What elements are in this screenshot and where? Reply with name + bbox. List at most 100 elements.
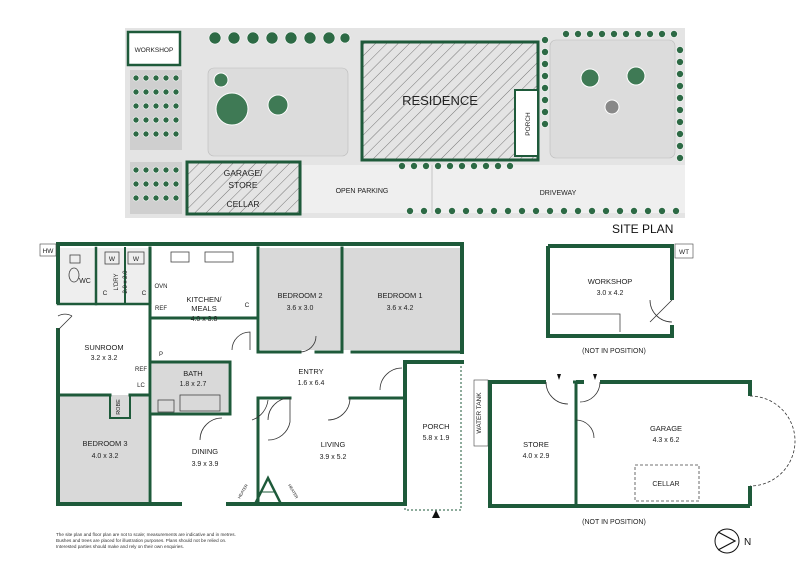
- water-tank-label: WATER TANK: [476, 392, 483, 434]
- site-porch-label: PORCH: [525, 112, 532, 136]
- bedroom-3-label: BEDROOM 3: [82, 439, 127, 448]
- hw-label: HW: [43, 248, 55, 255]
- bath-room: [152, 362, 228, 414]
- site-plan-title: SITE PLAN: [612, 222, 673, 236]
- pantry-label: P: [159, 352, 163, 358]
- heater-label: HEATER: [237, 483, 249, 499]
- living-label: LIVING: [321, 440, 346, 449]
- entry-dimensions: 1.6 x 6.4: [298, 380, 325, 387]
- oven-label: OVN: [154, 284, 167, 290]
- fridge-label: REF: [135, 367, 147, 373]
- wt-box: [674, 243, 694, 259]
- living-dimensions: 3.9 x 5.2: [320, 454, 347, 461]
- inner-door: [575, 419, 595, 439]
- cupboard-label: C: [142, 290, 147, 297]
- garage-door: [579, 381, 601, 403]
- outbuilding-note: (NOT IN POSITION): [582, 519, 646, 526]
- laundry-dimensions: 2.0 x 2.0: [123, 270, 129, 294]
- site-plan: WORKSHOP RESIDENCE PORCH GARAGE/ STORE C…: [125, 28, 685, 236]
- door-swings: [57, 313, 403, 441]
- site-residence-label: RESIDENCE: [402, 93, 478, 108]
- bedroom-3-room: [60, 395, 148, 502]
- cellar-label: CELLAR: [652, 481, 679, 488]
- compass-icon: [714, 528, 740, 554]
- wt-label: WT: [679, 249, 689, 256]
- disclaimer: The site plan and floor plan are not to …: [56, 532, 236, 549]
- bedroom-2-room: [260, 248, 342, 350]
- washer-label: W: [109, 256, 116, 263]
- garden-bed: [130, 70, 182, 150]
- compass: N: [714, 528, 751, 554]
- workshop-wall: [546, 246, 674, 338]
- driveway-label: DRIVEWAY: [540, 190, 577, 197]
- garage-label: GARAGE: [650, 424, 682, 433]
- store-dimensions: 4.0 x 2.9: [523, 453, 550, 460]
- dining-dimensions: 3.9 x 3.9: [192, 461, 219, 468]
- driveway-surface: [302, 165, 685, 213]
- entry-arrow: [593, 374, 597, 380]
- site-store-label: STORE: [228, 180, 257, 190]
- workshop-door: [649, 299, 673, 323]
- bath-dimensions: 1.8 x 2.7: [180, 381, 207, 388]
- outbuilding-wall: [573, 380, 578, 506]
- north-arrow-icon: [717, 531, 737, 551]
- fixtures: [68, 251, 700, 502]
- workshop-dimensions: 3.0 x 4.2: [597, 290, 624, 297]
- site-workshop-label: WORKSHOP: [135, 47, 174, 54]
- site-residence: [360, 40, 540, 162]
- garage-dimensions: 4.3 x 6.2: [653, 437, 680, 444]
- large-trees: [213, 66, 646, 126]
- porch-dimensions: 5.8 x 1.9: [423, 435, 450, 442]
- kitchen-label-line2: MEALS: [191, 304, 216, 313]
- store-door: [545, 381, 569, 405]
- house-floor-plan: HEATER HEATER HW WC W W C C L'DRY 2.0 x …: [39, 242, 700, 518]
- washer-label: W: [133, 256, 140, 263]
- outbuilding-plan: WATER TANK STORE 4.0 x 2.9 GARAGE 4.3 x …: [473, 374, 796, 526]
- kitchen-dimensions: 4.0 x 3.8: [191, 316, 218, 323]
- entry-arrow: [432, 510, 440, 518]
- porch-label: PORCH: [422, 422, 449, 431]
- site-cellar-label: CELLAR: [226, 199, 259, 209]
- hedge-trees: [132, 30, 684, 215]
- site-garage: [185, 160, 302, 216]
- bedroom-2-label: BEDROOM 2: [277, 291, 322, 300]
- bedroom-2-dimensions: 3.6 x 3.0: [287, 305, 314, 312]
- entry-arrow: [557, 374, 561, 380]
- cupboard-label: C: [245, 302, 250, 309]
- outbuilding-wall: [488, 380, 750, 508]
- bedroom-1-room: [342, 248, 462, 350]
- site-garage-label: GARAGE/: [224, 168, 263, 178]
- workbench: [552, 313, 621, 332]
- bedroom-1-label: BEDROOM 1: [377, 291, 422, 300]
- site-workshop: [126, 30, 182, 67]
- north-label: N: [744, 537, 751, 548]
- entry-label: ENTRY: [298, 367, 323, 376]
- fridge-label: REF: [155, 306, 167, 312]
- robe-label: ROBE: [116, 399, 122, 415]
- heater-label: HEATER: [287, 483, 299, 499]
- back-yard: [549, 39, 676, 159]
- heater-unit: HEATER HEATER: [237, 475, 299, 506]
- roller-door: [749, 395, 796, 487]
- workshop-note: (NOT IN POSITION): [582, 348, 646, 355]
- bedroom-3-dimensions: 4.0 x 3.2: [92, 453, 119, 460]
- sunroom-label: SUNROOM: [84, 343, 123, 352]
- linen-cupboard-label: LC: [137, 383, 145, 389]
- wc-label: WC: [79, 278, 91, 285]
- outbuilding-wall: [600, 380, 752, 396]
- laundry-label: L'DRY: [114, 273, 120, 290]
- store-label: STORE: [523, 440, 549, 449]
- workshop-wall: [548, 244, 674, 300]
- dining-label: DINING: [192, 447, 218, 456]
- sunroom-dimensions: 3.2 x 3.2: [91, 355, 118, 362]
- workshop-plan: WT WORKSHOP 3.0 x 4.2 (NOT IN POSITION): [546, 243, 694, 355]
- porch-outline: [404, 361, 462, 511]
- laundry-area: [60, 248, 152, 304]
- bedroom-1-dimensions: 3.6 x 4.2: [387, 305, 414, 312]
- bath-label: BATH: [183, 369, 202, 378]
- kitchen-label: KITCHEN/: [186, 295, 222, 304]
- open-parking-label: OPEN PARKING: [336, 188, 389, 195]
- workshop-label: WORKSHOP: [588, 277, 633, 286]
- hw-box: [39, 243, 57, 257]
